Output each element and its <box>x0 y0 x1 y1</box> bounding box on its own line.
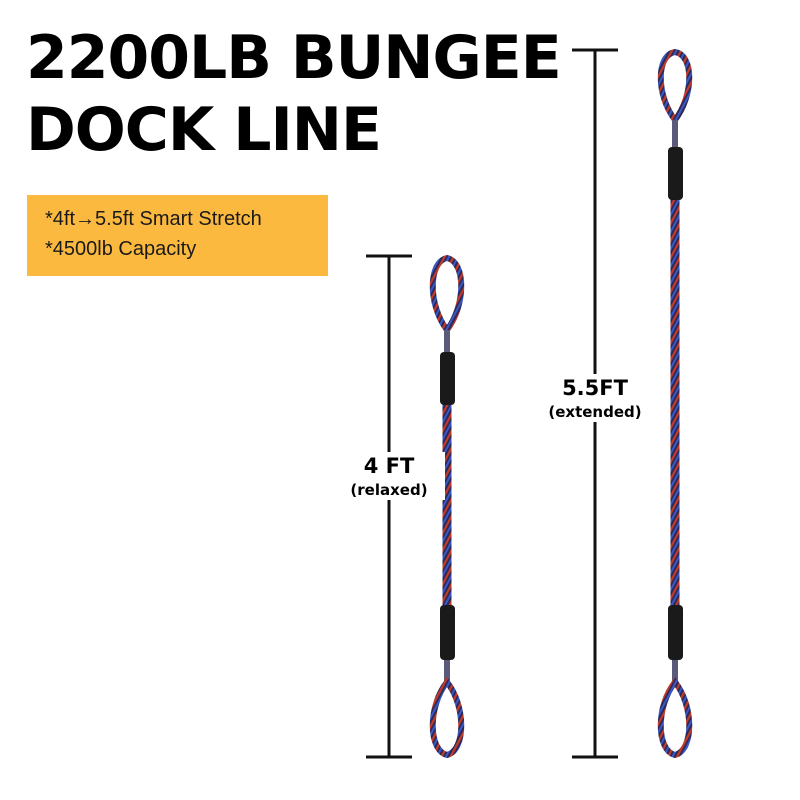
page-title: 2200LB BUNGEE DOCK LINE <box>26 22 562 166</box>
bottom-sleeve-relaxed <box>440 605 455 660</box>
dock-line-extended <box>657 48 693 759</box>
title-line-1: 2200LB BUNGEE <box>26 23 562 93</box>
extended-length-label: 5.5FT (extended) <box>535 374 655 422</box>
relaxed-length-label: 4 FT (relaxed) <box>333 452 445 500</box>
top-sleeve-relaxed <box>440 352 455 405</box>
extended-length-value: 5.5FT <box>562 376 628 400</box>
title-line-2: DOCK LINE <box>26 95 382 165</box>
relaxed-measure-bar <box>366 254 412 759</box>
bottom-loop-extended <box>657 677 693 759</box>
bottom-loop-relaxed <box>429 677 465 759</box>
feature-stretch: *4ft→5.5ft Smart Stretch <box>45 208 262 230</box>
relaxed-length-value: 4 FT <box>363 454 415 478</box>
relaxed-length-note: (relaxed) <box>350 481 428 499</box>
dock-line-relaxed <box>429 254 465 759</box>
top-loop-extended <box>657 48 693 125</box>
bottom-sleeve-extended <box>668 605 683 660</box>
top-loop-relaxed <box>429 254 465 335</box>
top-sleeve-extended <box>668 147 683 200</box>
features-box: *4ft→5.5ft Smart Stretch *4500lb Capacit… <box>27 195 328 276</box>
extended-length-note: (extended) <box>548 403 642 421</box>
feature-capacity: *4500lb Capacity <box>45 238 197 260</box>
